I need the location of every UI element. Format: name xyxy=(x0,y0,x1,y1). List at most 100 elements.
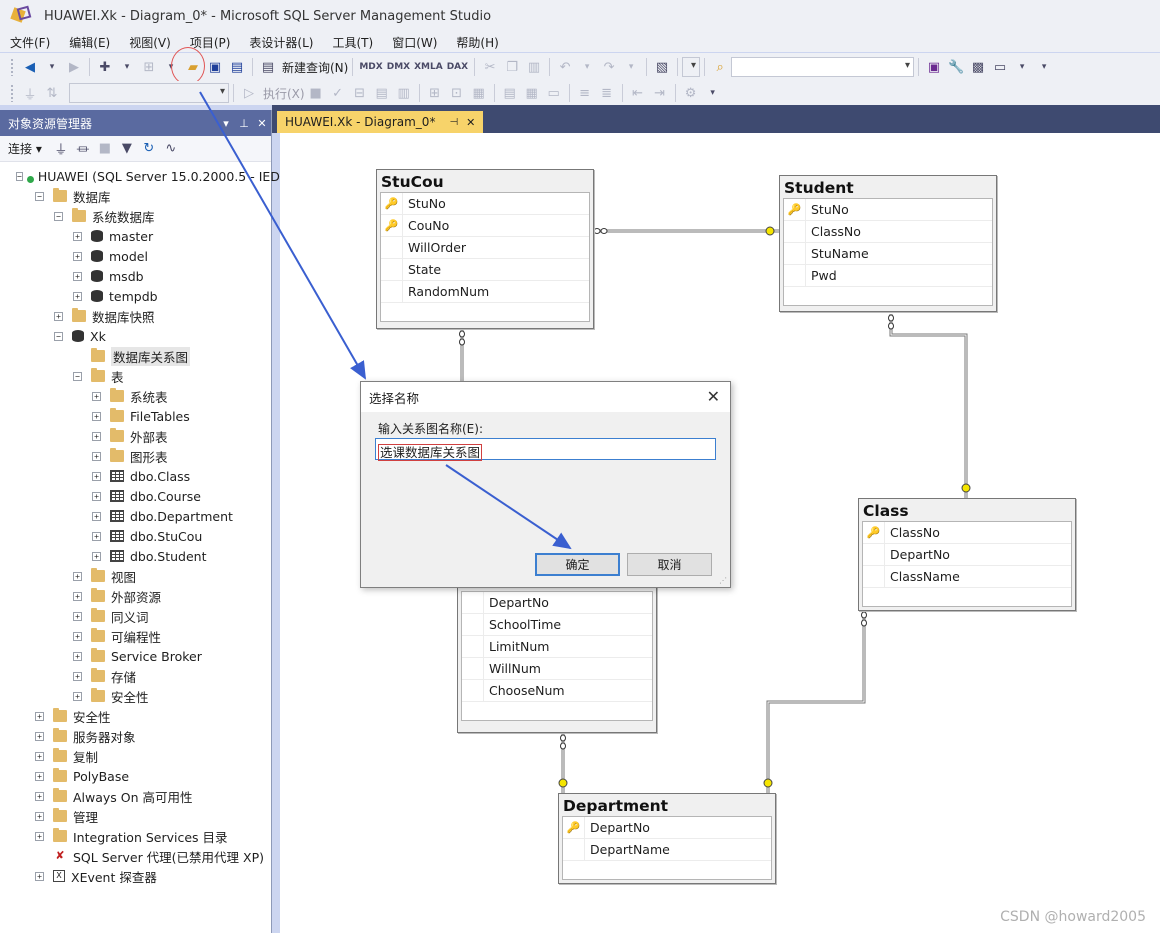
tree-node[interactable]: +视图 xyxy=(0,566,271,586)
new-query-button[interactable]: 新建查询(N) xyxy=(282,60,349,75)
expand-icon[interactable]: + xyxy=(35,711,44,721)
tree-node[interactable]: −数据库 xyxy=(0,186,271,206)
column-row[interactable]: ClassNo xyxy=(784,220,992,243)
tree-node[interactable]: +服务器对象 xyxy=(0,726,271,746)
toolbar-overflow-icon[interactable]: ▾ xyxy=(1041,62,1047,72)
connect-icon[interactable]: ⏚ xyxy=(23,87,37,103)
cut-icon[interactable]: ✂ xyxy=(484,59,496,75)
column-row[interactable]: ClassName xyxy=(863,565,1071,588)
add-item-icon[interactable]: ⊞ xyxy=(143,59,155,75)
tree-node[interactable]: −表 xyxy=(0,366,271,386)
expand-icon[interactable]: + xyxy=(35,871,44,881)
tree-node[interactable]: +tempdb xyxy=(0,286,271,306)
forward-icon[interactable]: ▶ xyxy=(69,59,79,75)
connect-plug-icon[interactable]: ⏚ xyxy=(54,143,68,158)
menu-help[interactable]: 帮助(H) xyxy=(456,35,499,50)
tree-node[interactable]: +dbo.StuCou xyxy=(0,526,271,546)
column-row[interactable]: 🔑ClassNo xyxy=(863,521,1071,544)
execute-icon[interactable]: ▷ xyxy=(244,85,254,101)
tree-node[interactable]: +master xyxy=(0,226,271,246)
collapse-icon[interactable]: − xyxy=(54,331,63,341)
new-project-dropdown-icon[interactable]: ▾ xyxy=(124,62,130,72)
tree-node[interactable]: +Integration Services 目录 xyxy=(0,826,271,846)
tree-node[interactable]: +存储 xyxy=(0,666,271,686)
tree-node[interactable]: +数据库快照 xyxy=(0,306,271,326)
display-plan-icon[interactable]: ⊟ xyxy=(354,85,366,101)
live-stats-icon[interactable]: ⊡ xyxy=(451,85,463,101)
toolbar-grip[interactable] xyxy=(10,58,14,76)
tree-node[interactable]: +可编程性 xyxy=(0,626,271,646)
expand-icon[interactable]: + xyxy=(35,771,44,781)
toolbar-grip[interactable] xyxy=(10,84,14,102)
expand-icon[interactable]: + xyxy=(35,751,44,761)
save-all-icon[interactable]: ▤ xyxy=(230,59,244,75)
column-row[interactable]: 🔑DepartNo xyxy=(563,816,771,839)
cancel-button[interactable]: 取消 xyxy=(627,553,712,576)
disconnect-icon[interactable]: ⏛ xyxy=(76,143,90,158)
menu-tools[interactable]: 工具(T) xyxy=(332,35,374,50)
tree-node[interactable]: +msdb xyxy=(0,266,271,286)
column-row[interactable]: State xyxy=(381,258,589,281)
expand-icon[interactable]: + xyxy=(35,731,44,741)
mdx-query-icon[interactable]: MDX xyxy=(359,62,383,72)
diagram-name-input[interactable]: 选课数据库关系图 xyxy=(375,438,716,461)
menu-view[interactable]: 视图(V) xyxy=(129,35,171,50)
collapse-icon[interactable]: − xyxy=(54,211,63,221)
dmx-query-icon[interactable]: DMX xyxy=(386,62,411,72)
tree-node[interactable]: −系统数据库 xyxy=(0,206,271,226)
tab-diagram[interactable]: HUAWEI.Xk - Diagram_0* ⊣ ✕ xyxy=(277,111,484,133)
command-window-icon[interactable]: ▭ xyxy=(993,59,1007,75)
close-icon[interactable]: ✕ xyxy=(257,116,267,130)
dax-query-icon[interactable]: DAX xyxy=(446,62,469,72)
column-row[interactable]: SchoolTime xyxy=(462,613,652,636)
increase-indent-icon[interactable]: ⇥ xyxy=(654,85,666,101)
expand-icon[interactable]: + xyxy=(92,531,101,541)
tree-node[interactable]: +dbo.Course xyxy=(0,486,271,506)
tree-node[interactable]: ✘SQL Server 代理(已禁用代理 XP) xyxy=(0,846,271,866)
comment-icon[interactable]: ≡ xyxy=(579,85,591,101)
collapse-icon[interactable]: − xyxy=(35,191,44,201)
expand-icon[interactable]: + xyxy=(73,251,82,261)
tree-node[interactable]: +安全性 xyxy=(0,706,271,726)
redo-dropdown-icon[interactable]: ▾ xyxy=(628,62,634,72)
tree-node[interactable]: +Service Broker xyxy=(0,646,271,666)
dialog-close-icon[interactable]: ✕ xyxy=(706,387,720,406)
filter-icon[interactable]: ▼ xyxy=(121,141,132,156)
tree-node[interactable]: +dbo.Student xyxy=(0,546,271,566)
expand-icon[interactable]: + xyxy=(73,571,82,581)
paste-icon[interactable]: ▥ xyxy=(527,59,541,75)
expand-icon[interactable]: + xyxy=(92,431,101,441)
expand-icon[interactable]: + xyxy=(92,451,101,461)
decrease-indent-icon[interactable]: ⇤ xyxy=(632,85,644,101)
find-icon[interactable]: ⌕ xyxy=(716,59,724,75)
execute-button[interactable]: 执行(X) xyxy=(263,86,305,101)
solution-explorer-icon[interactable]: ▣ xyxy=(927,59,941,75)
tree-node[interactable]: −Xk xyxy=(0,326,271,346)
expand-icon[interactable]: + xyxy=(92,551,101,561)
results-text-icon[interactable]: ▤ xyxy=(503,85,516,101)
column-row[interactable]: WillNum xyxy=(462,657,652,680)
specify-values-icon[interactable]: ⚙ xyxy=(684,85,697,101)
tree-node[interactable]: +Always On 高可用性 xyxy=(0,786,271,806)
parse-icon[interactable]: ✓ xyxy=(332,85,344,101)
column-row[interactable]: RandomNum xyxy=(381,280,589,303)
undo-icon[interactable]: ↶ xyxy=(559,59,571,75)
expand-icon[interactable]: + xyxy=(73,631,82,641)
include-plan-icon[interactable]: ⊞ xyxy=(429,85,441,101)
tree-node[interactable]: +PolyBase xyxy=(0,766,271,786)
ok-button[interactable]: 确定 xyxy=(535,553,620,576)
redo-icon[interactable]: ↷ xyxy=(603,59,615,75)
expand-icon[interactable]: + xyxy=(73,611,82,621)
solution-config-dropdown[interactable] xyxy=(682,57,701,77)
expand-icon[interactable]: + xyxy=(73,271,82,281)
tree-node[interactable]: +管理 xyxy=(0,806,271,826)
resize-grip-icon[interactable]: ⋰ xyxy=(719,576,727,585)
new-project-icon[interactable]: ✚ xyxy=(99,59,111,75)
refresh-icon[interactable]: ↻ xyxy=(143,141,155,156)
expand-icon[interactable]: + xyxy=(54,311,63,321)
expand-icon[interactable]: + xyxy=(92,471,101,481)
expand-icon[interactable]: + xyxy=(35,791,44,801)
